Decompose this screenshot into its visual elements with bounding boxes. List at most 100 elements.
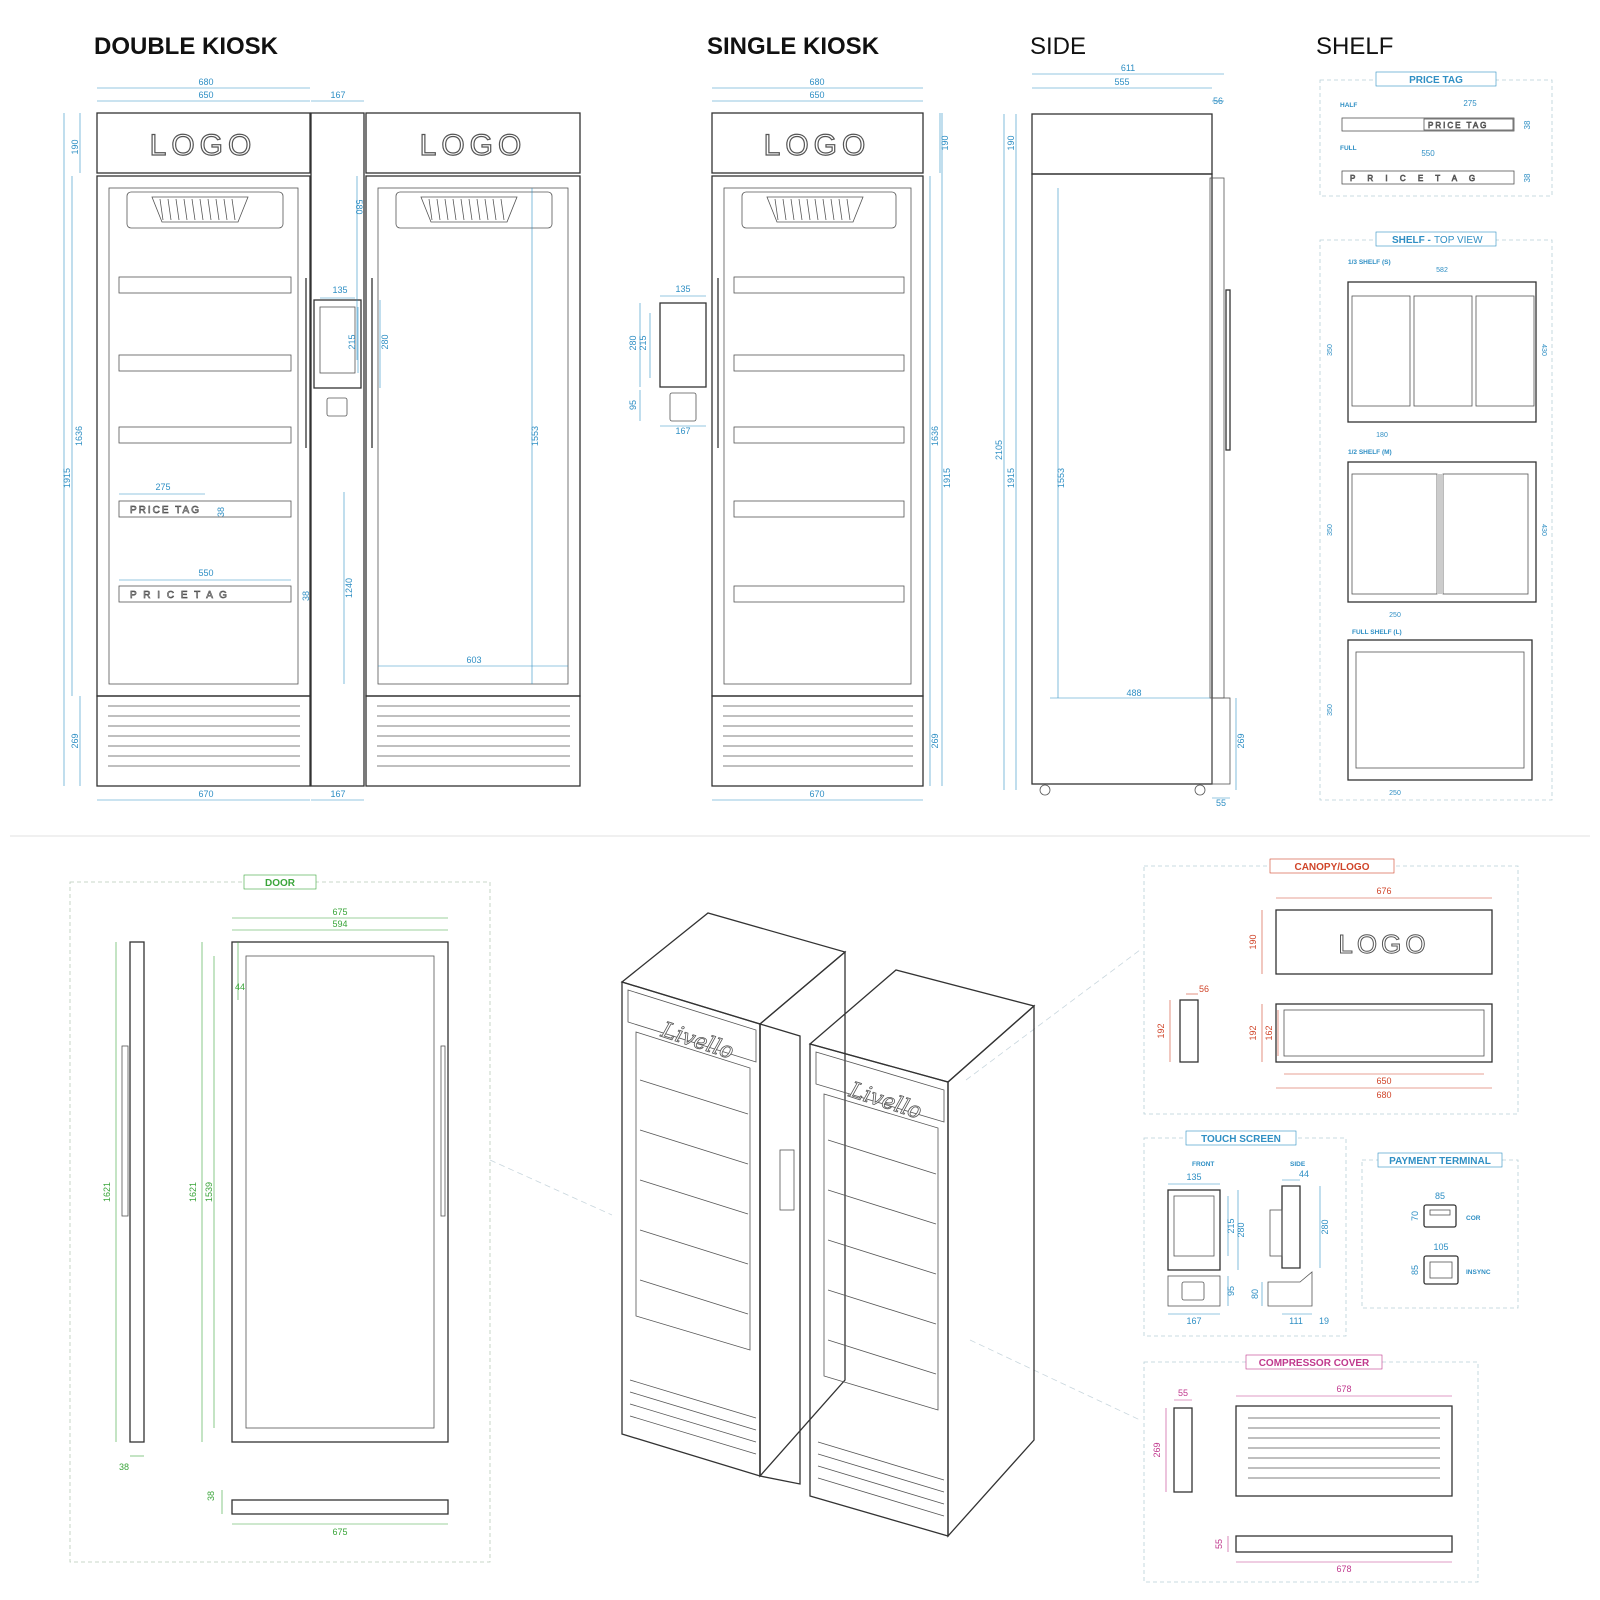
side-dim-1915: 1915 [1006,468,1016,488]
dk-dim-275: 275 [155,482,170,492]
payment-dim-85: 85 [1435,1191,1445,1201]
middle-column [310,112,365,787]
right-base [365,695,581,787]
title-single-kiosk: SINGLE KIOSK [707,33,880,60]
iso-right-door-glass [823,1093,939,1411]
door-section: DOOR 675 594 44 1621 1621 1539 38 38 675 [69,874,491,1563]
half-shelf-outline [1347,461,1537,603]
left-shelves [118,276,292,603]
canopy-dim-192-back: 192 [1248,1025,1258,1040]
canopy-front-logo [1275,909,1493,975]
side-dim-488: 488 [1126,688,1141,698]
sk-dim-167: 167 [675,426,690,436]
touch-screen-terminal-front [1181,1281,1205,1301]
iso-right-brand: Livello [845,1078,924,1125]
side-dim-269: 269 [1236,733,1246,748]
single-logo: LOGO [764,129,871,162]
door-dimension-lines [115,917,448,1525]
single-touch-screen [659,302,707,388]
dk-dim-650: 650 [198,90,213,100]
sk-dim-280: 280 [628,335,638,350]
dk-dim-680: 680 [198,77,213,87]
payment-insync-label: INSYNC [1466,1269,1491,1276]
compressor-front-vents [1248,1417,1440,1479]
canopy-dimension-lines [1169,897,1492,1089]
ts-dim-280-side: 280 [1320,1219,1330,1234]
price-tag-full-label: FULL [1340,145,1357,152]
canopy-dim-650: 650 [1376,1076,1391,1086]
touch-screen-display [1173,1195,1215,1257]
dk-dim-1915: 1915 [62,468,72,488]
ts-dim-215: 215 [1226,1218,1236,1233]
touch-screen-side-base [1267,1271,1313,1307]
door-side-handle [121,1045,129,1217]
touch-screen-base-front [1167,1275,1221,1307]
right-fan-panel [395,191,553,229]
single-shelves [733,276,905,603]
right-cabinet-body [365,175,581,697]
compressor-cover-title-box [1245,1354,1383,1370]
dk-dim-215: 215 [347,334,357,349]
iso-left-brand: Livello [657,1018,736,1065]
price-tag-half-tag [1423,118,1514,131]
iso-right-vent [817,1441,945,1517]
sk-dim-650: 650 [809,90,824,100]
door-bottom-profile [231,1499,449,1515]
side-wheel-back [1194,784,1206,796]
price-tag-half-width: 275 [1463,99,1477,108]
iso-callout-compressor [969,1339,1141,1421]
touch-screen-side-label: SIDE [1290,1161,1306,1168]
side-dimension-lines [1003,73,1237,799]
shelf-top-view-title-box [1375,231,1497,247]
sk-dim-680: 680 [809,77,824,87]
single-vent-grille [723,705,913,767]
dk-dim-1636: 1636 [74,426,84,446]
half-shelf-divider [1437,474,1443,594]
side-dim-56: 56 [1213,96,1223,106]
ts-dim-44: 44 [1299,1169,1309,1179]
left-logo: LOGO [150,129,257,162]
payment-dim-105: 105 [1433,1242,1448,1252]
left-fan-panel [126,191,284,229]
price-tag-half-bar [1341,117,1515,132]
shelf-top-view-title-b: TOP VIEW [1434,235,1483,246]
touch-screen-side-mount [1269,1209,1283,1257]
ts-dim-95: 95 [1226,1286,1236,1296]
side-canopy [1031,113,1213,175]
canopy-box [1143,865,1519,1115]
compressor-side-profile [1173,1407,1193,1493]
price-tag-section: PRICE TAG HALF PRICE TAG 275 38 FULL P R… [1319,71,1553,197]
door-dim-1621-front: 1621 [188,1182,198,1202]
side-dim-2105: 2105 [994,440,1004,460]
price-tag-half-label: HALF [1340,102,1357,109]
dk-dim-280: 280 [380,334,390,349]
compressor-cover-section: COMPRESSOR COVER 55 678 269 55 678 [1143,1354,1479,1583]
door-side-profile [129,941,145,1443]
iso-callout-canopy [965,949,1141,1081]
half-shelf-cell-2 [1442,473,1529,595]
canopy-back-frame [1275,1003,1493,1063]
right-canopy [365,112,581,174]
iso-left-shelves [639,1079,749,1315]
compressor-cover-box [1143,1361,1479,1583]
double-kiosk-drawing: LOGO PRICE TAG P R I C E T A G [62,77,581,801]
full-shelf-depth: 350 [1327,704,1334,716]
payment-insync-device [1423,1255,1459,1285]
payment-terminal-title-box [1377,1152,1503,1168]
full-shelf-inner [1355,651,1525,769]
side-dim-1553: 1553 [1056,468,1066,488]
touch-screen-section: TOUCH SCREEN FRONT SIDE 135 215 280 95 1… [1143,1130,1347,1337]
price-tag-full-bar [1341,170,1515,185]
left-price-tag-half: PRICE TAG [130,505,201,516]
canopy-dim-680: 680 [1376,1090,1391,1100]
door-dim-1539: 1539 [204,1182,214,1202]
side-body [1031,173,1213,785]
payment-terminal-section: PAYMENT TERMINAL COR 85 70 INSYNC 105 85 [1361,1152,1519,1309]
side-base [1211,697,1231,785]
half-shelf-depth: 350 [1327,524,1334,536]
third-shelf-cell-2 [1413,295,1473,407]
canopy-dim-676: 676 [1376,886,1391,896]
payment-cor-slot [1429,1209,1451,1216]
right-fan-grille [420,196,518,223]
payment-dim-70: 70 [1410,1211,1420,1221]
